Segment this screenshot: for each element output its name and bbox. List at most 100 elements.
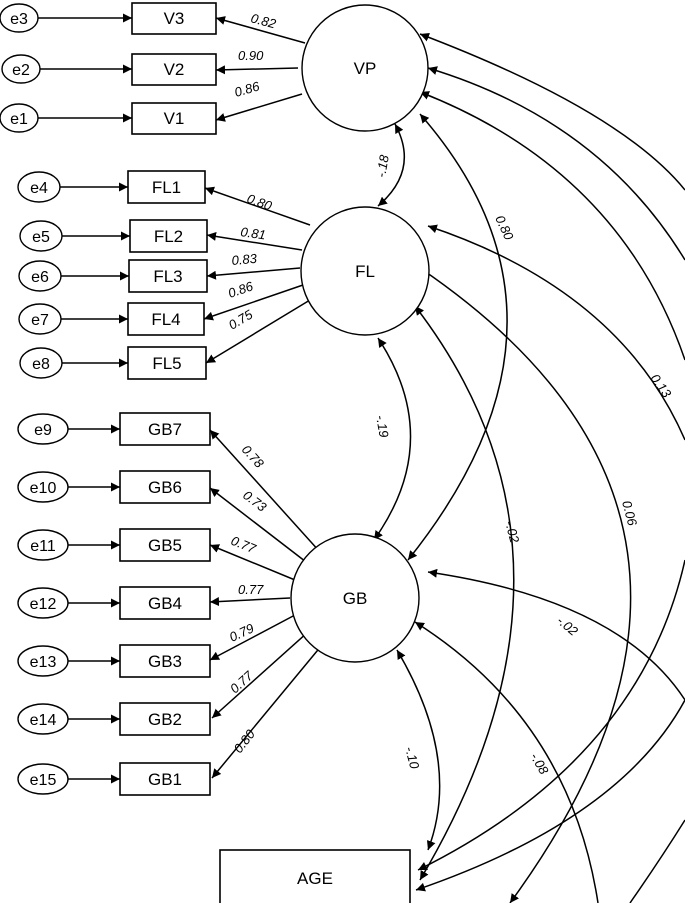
svg-text:e15: e15 [30, 772, 57, 789]
latent-fl: FL [300, 206, 430, 336]
error-term-e14: e14 [17, 703, 69, 735]
loading-labels: 0.82 0.90 0.86 0.80 0.81 0.83 0.86 0.75 … [226, 10, 278, 755]
svg-text:GB3: GB3 [148, 652, 182, 671]
corr-label-vp-fl: -.18 [373, 153, 392, 178]
loading-label-gb5: 0.77 [229, 533, 259, 557]
observed-box-fl3: FL3 [128, 259, 208, 293]
svg-text:V3: V3 [164, 9, 185, 28]
observed-box-fl4: FL4 [127, 302, 205, 336]
svg-text:e4: e4 [30, 180, 48, 197]
corr-gb-right [427, 568, 685, 701]
svg-text:V2: V2 [164, 60, 185, 79]
corr-right-to-age-2 [415, 699, 685, 892]
loading-paths [203, 16, 323, 779]
observed-box-gb6: GB6 [119, 470, 211, 504]
error-term-e4: e4 [17, 171, 61, 203]
error-term-e15: e15 [17, 763, 69, 795]
svg-text:GB2: GB2 [148, 710, 182, 729]
loading-label-v1: 0.86 [233, 78, 262, 100]
observed-box-fl5: FL5 [127, 346, 207, 380]
corr-label-fl-gb: -.19 [373, 414, 392, 439]
observed-box-gb1: GB1 [119, 762, 211, 796]
corr-fl-right [427, 224, 685, 441]
corr-label-gb-right: -.02 [554, 613, 581, 639]
error-term-e9: e9 [17, 413, 69, 445]
observed-box-gb2: GB2 [119, 702, 211, 736]
error-paths [38, 13, 132, 784]
error-term-e11: e11 [17, 529, 69, 561]
latent-variables: VP FL GB [290, 4, 430, 663]
svg-text:e2: e2 [12, 62, 30, 79]
observed-box-fl2: FL2 [129, 219, 208, 253]
svg-text:FL1: FL1 [152, 178, 181, 197]
corr-right-to-bottom [629, 819, 685, 903]
error-term-e10: e10 [17, 471, 69, 503]
corr-vp-fl [377, 123, 406, 207]
error-term-e8: e8 [19, 347, 63, 379]
svg-text:e6: e6 [31, 269, 49, 286]
error-term-e7: e7 [18, 303, 62, 335]
loading-label-v3: 0.82 [249, 10, 278, 31]
error-term-e5: e5 [19, 220, 63, 252]
corr-gb-bottom [414, 621, 599, 903]
loading-label-fl3: 0.83 [231, 251, 258, 268]
svg-text:e8: e8 [32, 356, 50, 373]
svg-text:GB5: GB5 [148, 536, 182, 555]
observed-box-gb7: GB7 [119, 412, 211, 446]
svg-text:GB7: GB7 [148, 420, 182, 439]
corr-label-gb-age-b: -.08 [527, 750, 552, 778]
observed-box-v3: V3 [131, 2, 217, 35]
latent-vp: VP [301, 4, 429, 132]
svg-text:e7: e7 [31, 312, 49, 329]
corr-vp-right-3 [419, 91, 685, 361]
error-term-e3: e3 [0, 3, 39, 33]
loading-label-fl2: 0.81 [240, 224, 267, 242]
observed-box-gb5: GB5 [119, 528, 211, 562]
corr-label-gb-age: -.10 [402, 745, 422, 771]
error-term-e6: e6 [18, 260, 62, 292]
covariate-age: AGE [219, 849, 411, 903]
svg-text:e3: e3 [10, 11, 28, 28]
svg-text:FL: FL [355, 262, 375, 281]
svg-text:e5: e5 [32, 229, 50, 246]
loading-label-gb2: 0.77 [227, 668, 256, 697]
corr-vp-right-1 [419, 32, 685, 191]
error-term-e13: e13 [17, 645, 69, 677]
svg-text:GB4: GB4 [148, 594, 182, 613]
svg-text:GB1: GB1 [148, 770, 182, 789]
corr-vp-right-2 [427, 66, 685, 261]
svg-text:V1: V1 [164, 109, 185, 128]
svg-text:AGE: AGE [297, 869, 333, 888]
observed-box-fl1: FL1 [127, 170, 206, 204]
corr-fl-age-b [419, 267, 632, 903]
svg-text:e12: e12 [30, 596, 57, 613]
latent-gb: GB [290, 533, 420, 663]
svg-text:FL3: FL3 [153, 267, 182, 286]
svg-text:e10: e10 [30, 480, 57, 497]
svg-text:GB: GB [343, 589, 368, 608]
corr-fl-gb [373, 337, 412, 541]
observed-box-v1: V1 [131, 102, 217, 135]
svg-text:FL2: FL2 [154, 227, 183, 246]
error-term-e12: e12 [17, 587, 69, 619]
corr-label-fl-right: 0.13 [648, 371, 675, 401]
svg-text:e9: e9 [34, 422, 52, 439]
corr-vp-gb [407, 113, 508, 561]
loading-label-v2: 0.90 [238, 48, 264, 63]
loading-label-gb4: 0.77 [238, 582, 264, 597]
loading-label-fl4: 0.86 [226, 278, 256, 301]
observed-box-v2: V2 [131, 53, 217, 86]
observed-box-gb3: GB3 [119, 644, 211, 678]
corr-label-vp-age: -.02 [502, 519, 522, 545]
svg-text:e1: e1 [10, 111, 28, 128]
loading-label-gb3: 0.79 [227, 620, 256, 644]
svg-text:e13: e13 [30, 654, 57, 671]
corr-label-vp-gb: 0.80 [492, 213, 517, 243]
svg-text:FL4: FL4 [151, 310, 180, 329]
corr-label-fl-age: 0.06 [619, 499, 640, 528]
svg-text:FL5: FL5 [152, 354, 181, 373]
correlation-curves [373, 32, 685, 903]
observed-variables: V3 V2 V1 FL1 FL2 FL3 FL4 FL5 [119, 2, 217, 796]
svg-text:VP: VP [354, 59, 377, 78]
